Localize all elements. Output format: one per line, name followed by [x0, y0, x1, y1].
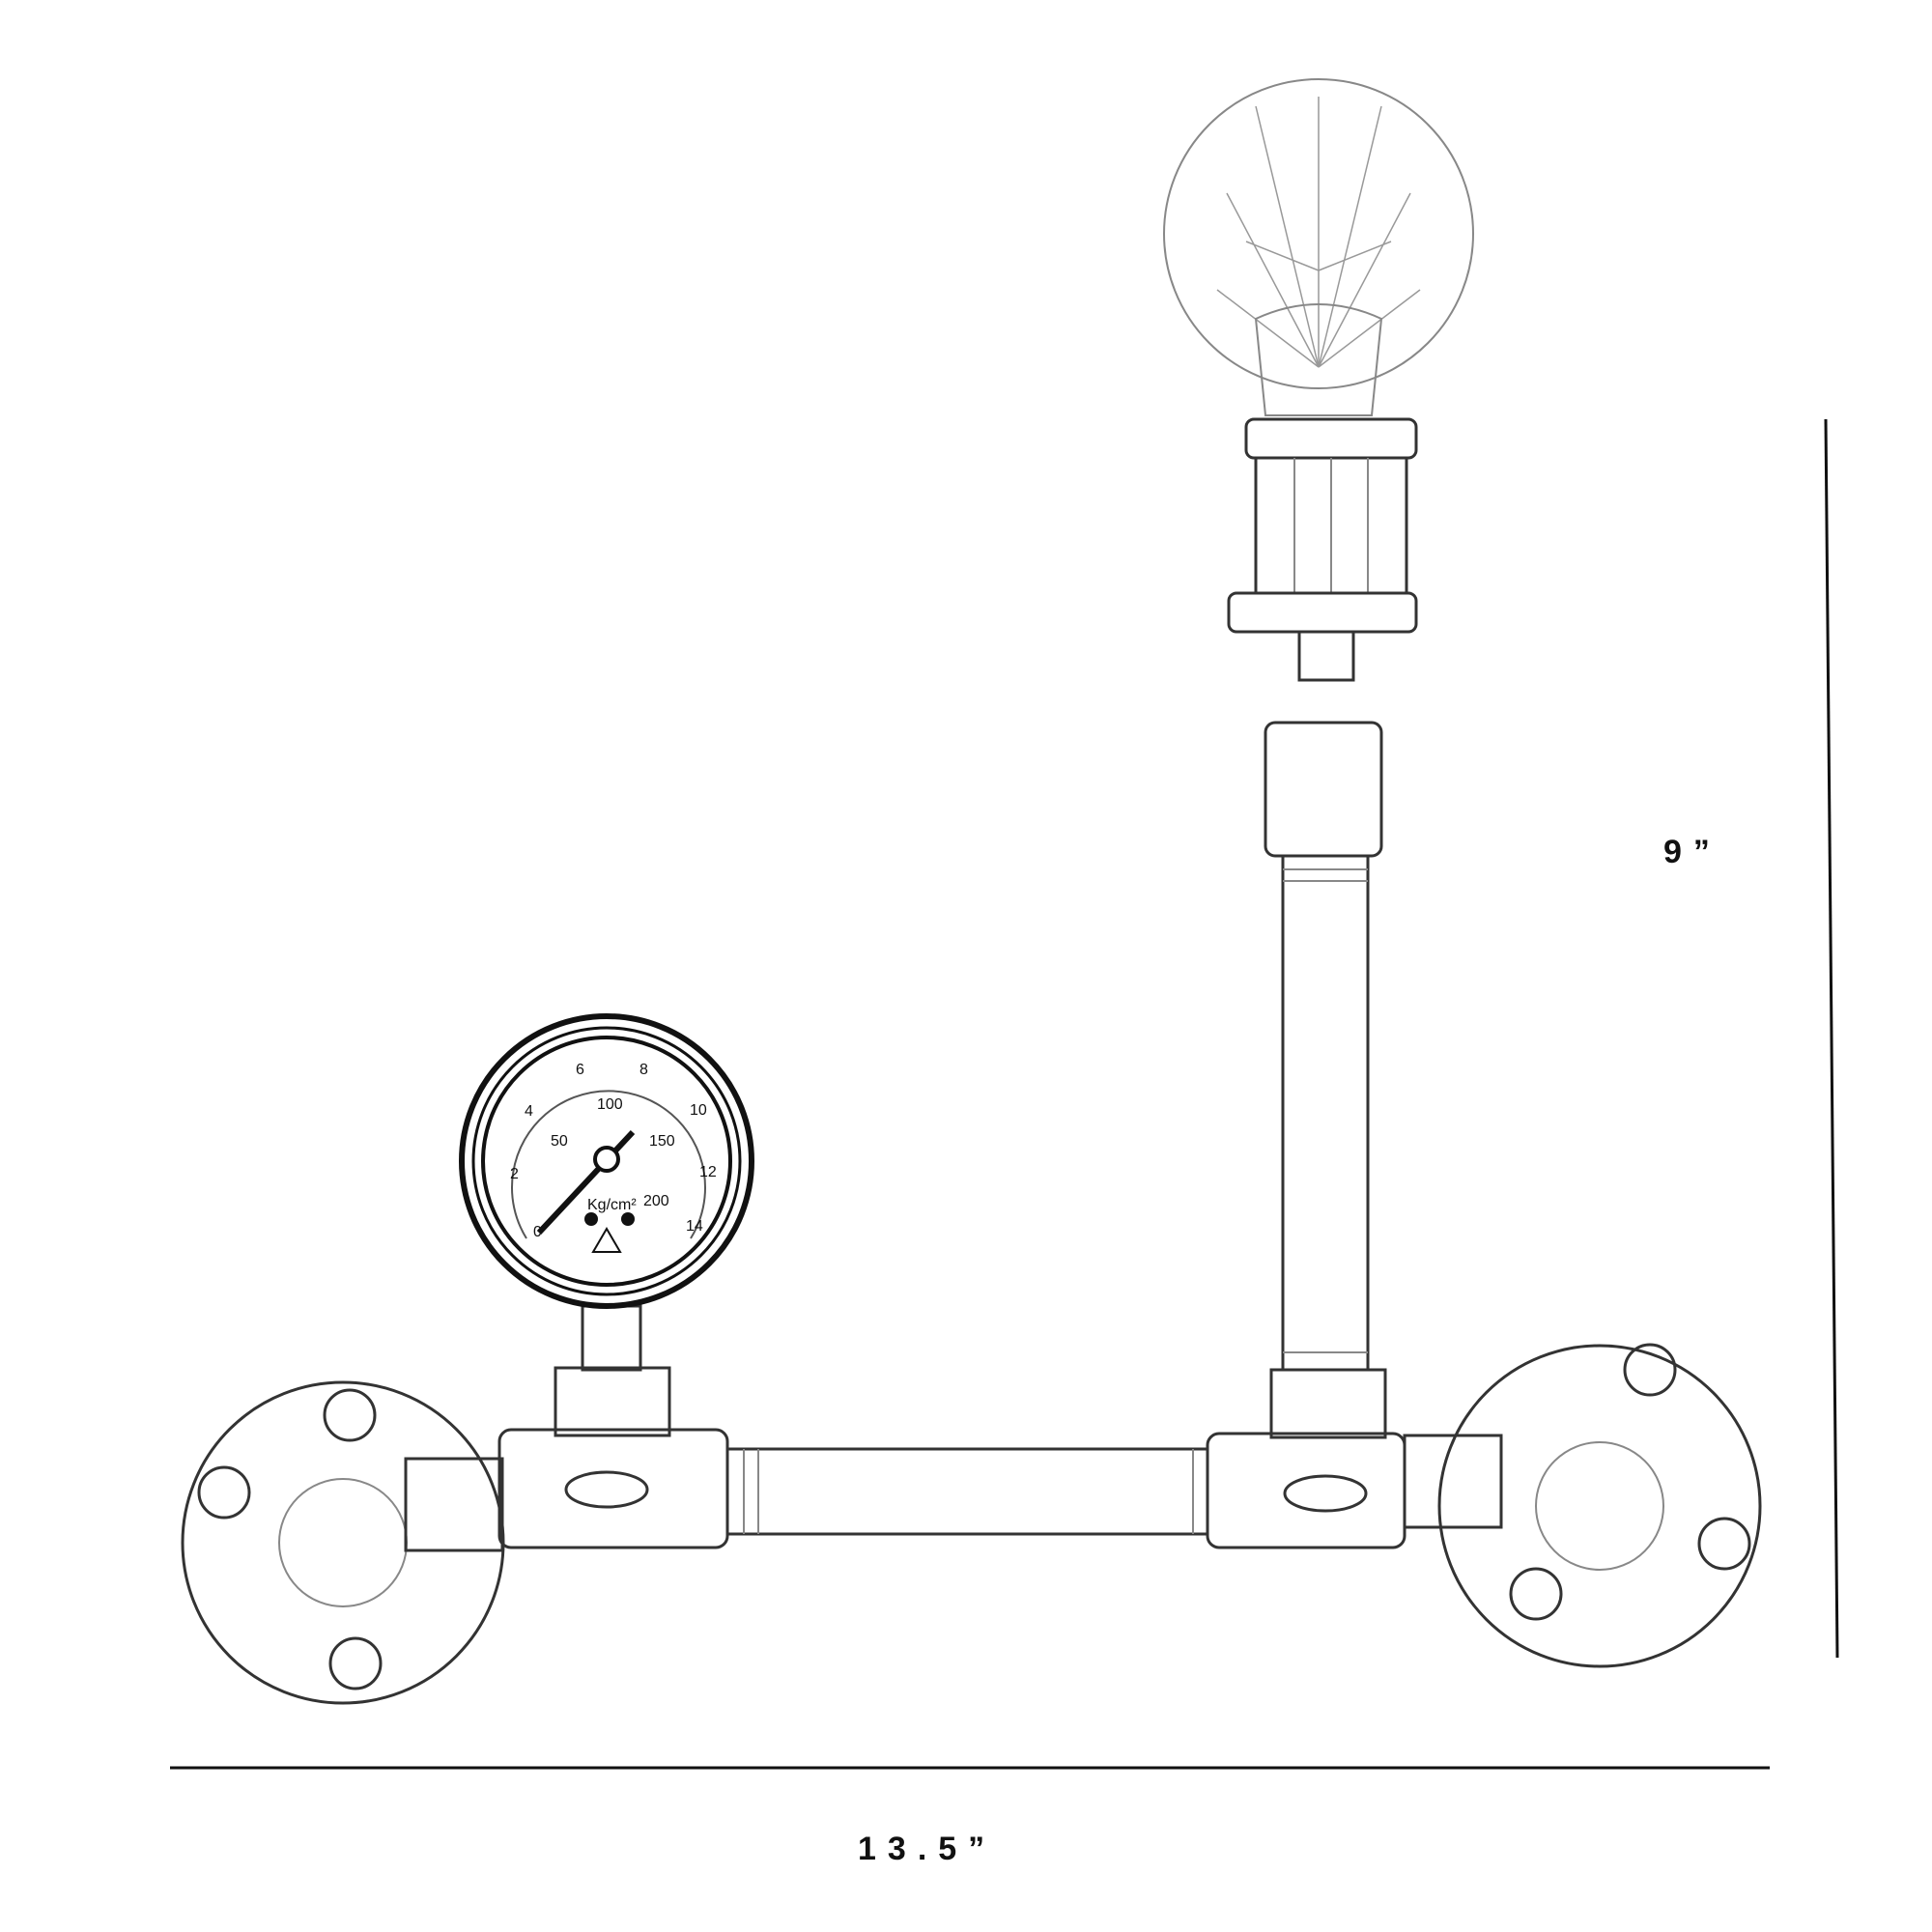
gauge-outer-14: 14 [686, 1218, 703, 1235]
pipe-coupling [1264, 721, 1383, 858]
gauge-outer-12: 12 [699, 1164, 717, 1180]
height-dimension-line [1824, 418, 1839, 1659]
edison-bulb [1163, 78, 1474, 416]
left-flange [181, 1380, 505, 1705]
gauge-unit: Kg/cm² [587, 1197, 637, 1213]
gauge-outer-8: 8 [639, 1062, 648, 1078]
left-tee-fitting [497, 1366, 729, 1549]
height-label: 9” [1663, 834, 1721, 870]
gauge-inner-100: 100 [597, 1096, 623, 1113]
vertical-pipe [1281, 854, 1370, 1372]
gauge-inner-150: 150 [649, 1133, 675, 1150]
gauge-outer-4: 4 [525, 1103, 533, 1120]
gauge-outer-0: 0 [533, 1224, 542, 1240]
right-flange [1437, 1344, 1762, 1668]
pressure-gauge: 0 2 4 6 8 10 12 14 50 100 150 200 Kg/cm² [459, 1013, 754, 1372]
gauge-outer-2: 2 [510, 1166, 519, 1182]
gauge-inner-200: 200 [643, 1193, 669, 1209]
gauge-outer-10: 10 [690, 1102, 707, 1119]
right-flange-holes [1509, 1343, 1751, 1621]
width-label: 13.5” [858, 1831, 996, 1867]
gauge-needle [536, 1129, 636, 1236]
right-tee-fitting [1206, 1368, 1406, 1549]
horizontal-pipe [725, 1447, 1209, 1536]
gauge-inner-50: 50 [551, 1133, 568, 1150]
left-flange-holes [197, 1388, 383, 1690]
gauge-outer-6: 6 [576, 1062, 584, 1078]
lamp-socket [1227, 417, 1418, 682]
